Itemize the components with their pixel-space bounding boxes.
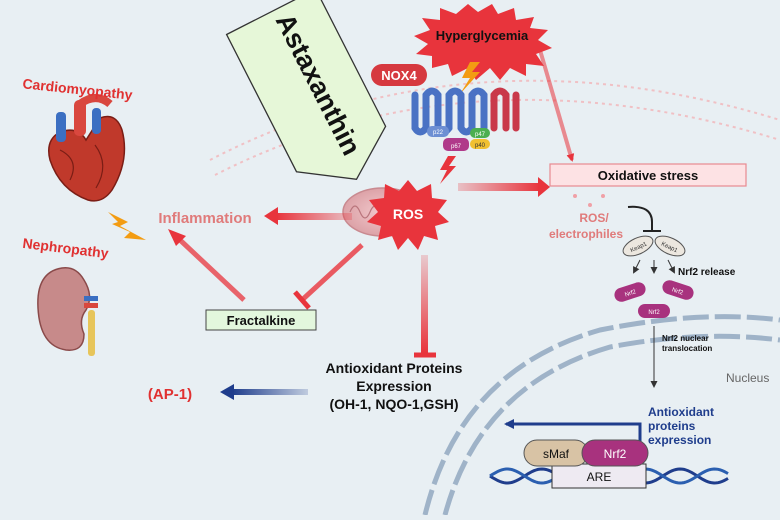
release-arrow (667, 259, 675, 274)
nucleus-label: Nucleus (726, 371, 769, 385)
svg-text:expression: expression (648, 433, 711, 447)
nox4-badge: NOX4 (371, 64, 427, 86)
inhibit-ros-fractalkine (300, 243, 364, 302)
arrowhead (168, 229, 186, 246)
ros-burst: ROS (367, 180, 449, 250)
inhibit-ros-keap1 (627, 205, 653, 230)
svg-text:Antioxidant: Antioxidant (648, 405, 714, 419)
svg-text:Antioxidant Proteins: Antioxidant Proteins (326, 360, 463, 376)
arrow-ros-inflammation (276, 213, 352, 220)
arrowhead (538, 177, 550, 197)
subunit-p67: p67 (451, 144, 462, 150)
subunit-p47: p47 (475, 132, 486, 138)
inhibit-ros-antioxidant (421, 255, 428, 353)
svg-text:Nrf2: Nrf2 (648, 310, 660, 316)
svg-text:ROS/: ROS/ (579, 211, 609, 225)
svg-text:Nrf2: Nrf2 (624, 289, 637, 298)
fractalkine-box: Fractalkine (205, 309, 317, 331)
svg-text:electrophiles: electrophiles (549, 227, 623, 241)
ros-dot (573, 194, 577, 198)
svg-text:NOX4: NOX4 (381, 68, 417, 83)
heart-icon (48, 94, 126, 202)
hyperglycemia-burst: Hyperglycemia (414, 4, 552, 80)
cardiomyopathy-label: Cardiomyopathy (22, 75, 134, 102)
inhibit-bar (293, 290, 311, 310)
svg-text:Nrf2: Nrf2 (671, 287, 684, 296)
arrow-antioxidant-ap1 (232, 389, 308, 395)
astaxanthin-banner: Astaxanthin (225, 0, 387, 181)
subunit-p22: p22 (433, 130, 444, 136)
lightning-icon (108, 212, 146, 240)
svg-text:proteins: proteins (648, 419, 696, 433)
ap1-label: (AP-1) (148, 386, 192, 403)
arrow-hyperglycemia-oxidative (538, 49, 575, 162)
inflammation-label: Inflammation (158, 210, 251, 227)
nephropathy-label: Nephropathy (22, 235, 110, 261)
subunit-p40: p40 (475, 143, 486, 149)
antioxidant-proteins-text: Antioxidant Proteins Expression (OH-1, N… (326, 360, 463, 412)
hyperglycemia-label: Hyperglycemia (436, 28, 529, 43)
arrow-ros-oxidative (458, 183, 540, 191)
nuclear-envelope (422, 314, 780, 516)
keap1-pair: Keap1 Keap1 (622, 235, 686, 257)
lightning-icon (440, 156, 456, 184)
svg-text:Nrf2 nuclear: Nrf2 nuclear (662, 334, 709, 343)
smaf-label: sMaf (543, 447, 570, 461)
arrowhead (220, 384, 234, 400)
are-element: ARE (551, 463, 647, 489)
svg-text:Expression: Expression (356, 378, 431, 394)
oxidative-stress-box: Oxidative stress (549, 163, 747, 187)
svg-text:translocation: translocation (662, 344, 712, 353)
arrowhead (264, 207, 278, 225)
ros-electrophiles-label: ROS/ electrophiles (549, 211, 623, 241)
antioxidant-expression-label: Antioxidant proteins expression (648, 405, 714, 447)
svg-text:ARE: ARE (587, 470, 612, 484)
nrf2-molecules: Nrf2 Nrf2 Nrf2 (614, 280, 694, 318)
nrf2-bound-label: Nrf2 (604, 447, 627, 461)
ros-dot (588, 203, 592, 207)
svg-text:Fractalkine: Fractalkine (227, 313, 296, 328)
lightning-icon (460, 62, 480, 94)
ros-dot (601, 194, 605, 198)
kidney-icon (37, 267, 98, 356)
nrf2-release-label: Nrf2 release (678, 267, 736, 278)
arrow-fractalkine-inflammation (178, 238, 246, 302)
svg-text:Oxidative stress: Oxidative stress (598, 168, 698, 183)
ros-label: ROS (393, 206, 423, 222)
nox4-protein: p22 p67 p47 p40 (411, 87, 520, 151)
nrf2-translocation-label: Nrf2 nuclear translocation (662, 334, 712, 353)
smaf-nrf2-complex: sMaf Nrf2 (523, 439, 649, 467)
release-arrow (633, 259, 641, 274)
svg-text:(OH-1, NQO-1,GSH): (OH-1, NQO-1,GSH) (329, 396, 458, 412)
